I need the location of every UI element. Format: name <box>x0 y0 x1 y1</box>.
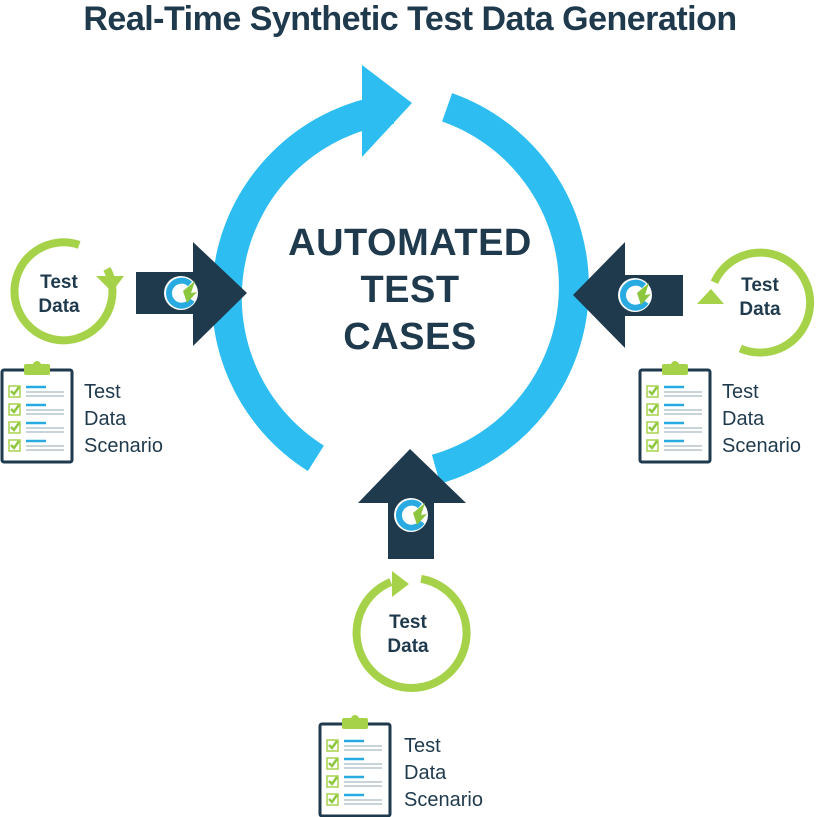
center-label-line: CASES <box>343 316 477 358</box>
left-generator-logo-icon <box>164 276 198 310</box>
automated-test-cases-label: AUTOMATED TEST CASES <box>260 220 560 361</box>
test-data-line: Test <box>389 612 427 633</box>
scenario-line: Test <box>84 381 121 403</box>
center-label-line: AUTOMATED <box>288 222 532 264</box>
left-inbound-arrow-icon <box>136 242 247 346</box>
bottom-scenario-label: Test Data Scenario <box>404 733 483 814</box>
left-clipboard-checklist-icon <box>0 359 74 464</box>
left-test-data-label: Test Data <box>14 271 104 319</box>
left-scenario-label: Test Data Scenario <box>84 379 163 460</box>
right-test-data-label: Test Data <box>715 274 805 322</box>
scenario-line: Scenario <box>404 789 483 811</box>
scenario-line: Data <box>84 408 127 430</box>
right-generator-logo-icon <box>618 278 652 312</box>
scenario-line: Test <box>722 381 759 403</box>
scenario-line: Data <box>404 762 447 784</box>
right-test-data-cycle-icon <box>697 248 815 357</box>
diagram-title: Real-Time Synthetic Test Data Generation <box>83 0 737 38</box>
bottom-generator-logo-icon <box>394 498 428 532</box>
bottom-test-data-label: Test Data <box>363 611 453 659</box>
right-clipboard-checklist-icon <box>638 359 712 464</box>
test-data-line: Test <box>40 272 78 293</box>
right-inbound-arrow-icon <box>573 242 683 348</box>
scenario-line: Scenario <box>722 435 801 457</box>
central-cycle-icon <box>211 65 589 484</box>
test-data-line: Data <box>387 636 429 657</box>
test-data-line: Data <box>38 296 80 317</box>
right-scenario-label: Test Data Scenario <box>722 379 801 460</box>
bottom-inbound-arrow-icon <box>358 449 466 559</box>
center-label-line: TEST <box>360 269 460 311</box>
test-data-line: Data <box>739 299 781 320</box>
bottom-clipboard-checklist-icon <box>318 713 392 817</box>
left-test-data-cycle-icon <box>10 238 124 345</box>
scenario-line: Scenario <box>84 435 163 457</box>
scenario-line: Test <box>404 735 441 757</box>
scenario-line: Data <box>722 408 765 430</box>
test-data-line: Test <box>741 275 779 296</box>
bottom-test-data-cycle-icon <box>352 571 471 692</box>
